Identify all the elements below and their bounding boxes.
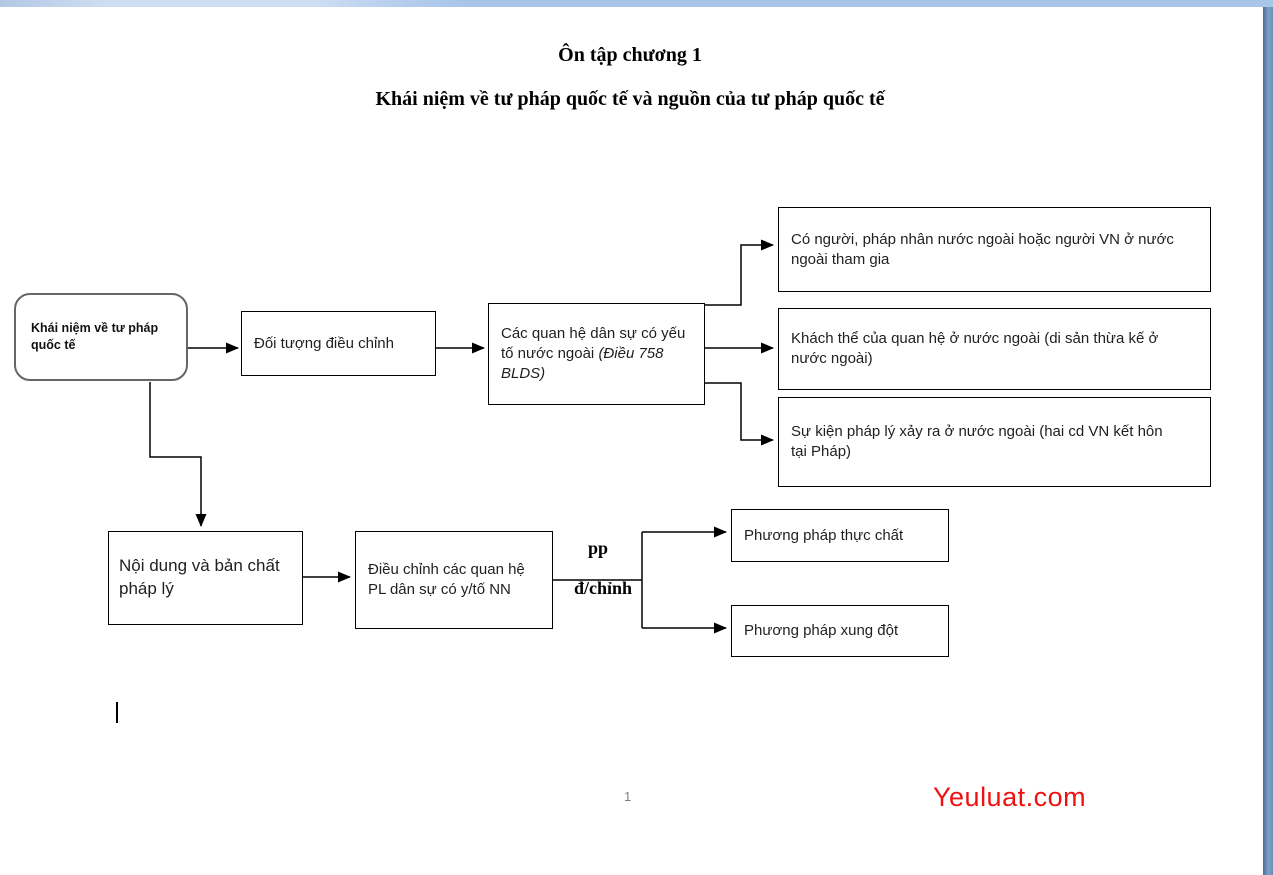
node-label: Điều chỉnh các quan hệ PL dân sự có y/tố…	[368, 561, 525, 598]
node-noi-dung-ban-chat[interactable]: Nội dung và bản chất pháp lý	[108, 531, 303, 625]
node-phuong-phap-xung-dot[interactable]: Phương pháp xung đột	[731, 605, 949, 657]
page-number: 1	[624, 789, 632, 804]
node-phuong-phap-thuc-chat[interactable]: Phương pháp thực chất	[731, 509, 949, 562]
node-khach-the[interactable]: Khách thể của quan hệ ở nước ngoài (di s…	[778, 308, 1211, 390]
right-edge-bar	[1263, 7, 1273, 875]
node-dieu-chinh-quan-he[interactable]: Điều chỉnh các quan hệ PL dân sự có y/tố…	[355, 531, 553, 629]
node-label: Các quan hệ dân sự có yếu tố nước ngoài …	[501, 324, 685, 384]
text-cursor	[116, 702, 118, 723]
edge-label-pp: pp	[588, 538, 609, 558]
top-edge-bar	[0, 0, 1273, 7]
node-co-nguoi-phap-nhan[interactable]: Có người, pháp nhân nước ngoài hoặc ngườ…	[778, 207, 1211, 292]
node-doi-tuong-dieu-chinh[interactable]: Đối tượng điều chỉnh	[241, 311, 436, 376]
edge-label-d-chinh: đ/chỉnh	[574, 578, 633, 598]
node-label: Sự kiện pháp lý xảy ra ở nước ngoài (hai…	[791, 423, 1163, 460]
node-label: Nội dung và bản chất pháp lý	[119, 556, 280, 598]
doc-title-line2: Khái niệm về tư pháp quốc tế và nguồn củ…	[375, 88, 885, 110]
doc-title-line1: Ôn tập chương 1	[558, 44, 702, 66]
node-su-kien-phap-ly[interactable]: Sự kiện pháp lý xảy ra ở nước ngoài (hai…	[778, 397, 1211, 487]
node-label: Khách thể của quan hệ ở nước ngoài (di s…	[791, 330, 1159, 367]
node-label: Có người, pháp nhân nước ngoài hoặc ngườ…	[791, 230, 1174, 268]
node-label: Phương pháp thực chất	[744, 526, 904, 544]
node-quan-he-dan-su[interactable]: Các quan hệ dân sự có yếu tố nước ngoài …	[488, 303, 705, 405]
node-label: Phương pháp xung đột	[744, 622, 899, 640]
node-label: Khái niệm về tư pháp quốc tế	[31, 321, 159, 352]
watermark-yeuluat: Yeuluat.com	[933, 782, 1087, 812]
node-label: Đối tượng điều chỉnh	[254, 334, 394, 352]
node-khai-niem-tu-phap[interactable]: Khái niệm về tư pháp quốc tế	[14, 293, 188, 381]
node-label-normal: Các quan hệ dân sự có yếu tố nước ngoài	[501, 325, 686, 363]
node-label-italic: (Điều 758 BLDS)	[501, 345, 664, 382]
